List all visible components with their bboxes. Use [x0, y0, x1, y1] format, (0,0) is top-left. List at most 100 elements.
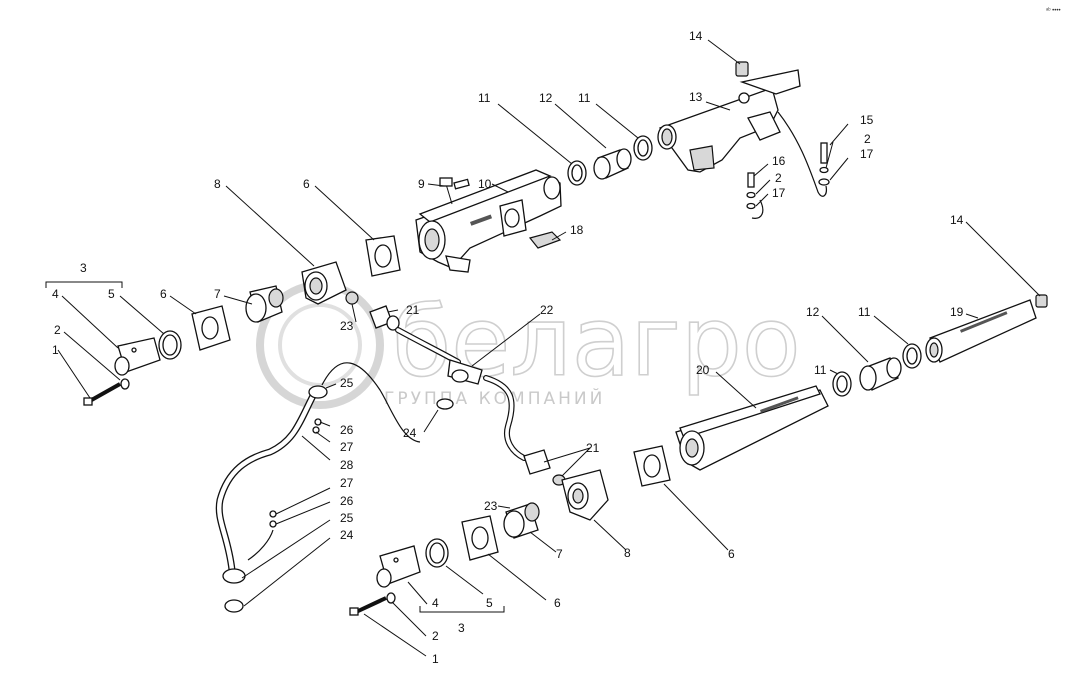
- callout-26-a: 26: [340, 423, 354, 437]
- flange-4-bot: [376, 545, 421, 588]
- watermark: белагро ГРУППА КОМПАНИЙ: [256, 281, 801, 409]
- callout-5-left: 5: [108, 287, 115, 301]
- ring-11-top-a: [567, 160, 587, 186]
- callout-4-left: 4: [52, 287, 59, 301]
- plug-18: [528, 231, 562, 249]
- nut-14-right: [1035, 294, 1048, 308]
- callout-2-left: 2: [54, 323, 61, 337]
- callout-17-right-a: 17: [860, 147, 874, 161]
- callout-7-bot: 7: [556, 547, 563, 561]
- callout-23-top: 23: [340, 319, 354, 333]
- ring-11-top-b: [633, 135, 653, 161]
- callout-24-bot: 24: [340, 528, 354, 542]
- sleeve-21-top: [369, 305, 400, 331]
- housing-8-top: [301, 261, 347, 305]
- callout-8-bot: 8: [624, 546, 631, 560]
- callout-25-b: 25: [340, 511, 354, 525]
- sleeve-12-right: [859, 357, 902, 391]
- callout-23-bot: 23: [484, 499, 498, 513]
- gasket-6-left: [191, 305, 231, 351]
- callout-3-bot: 3: [458, 621, 465, 635]
- washer-2-left: [120, 378, 130, 390]
- housing-20: [675, 385, 829, 471]
- callout-1-left: 1: [52, 343, 59, 357]
- callout-8-top: 8: [214, 177, 221, 191]
- ring-24-mid: [436, 398, 454, 410]
- housing-8-bot: [561, 469, 609, 521]
- ring-24-bot: [224, 599, 244, 613]
- callout-5-bot: 5: [486, 596, 493, 610]
- ring-11-right-b: [832, 371, 852, 397]
- callout-13: 13: [689, 90, 703, 104]
- callout-19: 19: [950, 305, 964, 319]
- callout-24-mid: 24: [403, 426, 417, 440]
- callout-6-bot: 6: [554, 596, 561, 610]
- bolt-1-bot: [349, 596, 387, 616]
- bracket-wire-right-b: [751, 199, 764, 219]
- sleeve-12-top: [593, 148, 632, 180]
- gasket-6-mid: [633, 445, 671, 487]
- callout-7-left: 7: [214, 287, 221, 301]
- callout-15: 15: [860, 113, 874, 127]
- gasket-6-bot: [461, 515, 499, 561]
- bolt-1-left: [83, 382, 121, 406]
- callout-16: 16: [772, 154, 786, 168]
- callout-11-top-a: 11: [478, 91, 491, 105]
- fittings-26-27-b: [269, 510, 277, 528]
- callout-10: 10: [478, 177, 492, 191]
- clamp-23-top: [345, 291, 359, 305]
- housing-10: [415, 169, 562, 273]
- callout-17-right-b: 17: [772, 186, 786, 200]
- gasket-5-bot: [425, 538, 449, 568]
- callout-12-right: 12: [806, 305, 820, 319]
- callout-14-right: 14: [950, 213, 964, 227]
- wire-26-27-b: [247, 529, 274, 561]
- callout-2-right-a: 2: [864, 132, 871, 146]
- callout-22: 22: [540, 303, 554, 317]
- callout-3-left: 3: [80, 261, 87, 275]
- callout-26-b: 26: [340, 494, 354, 508]
- callout-18: 18: [570, 223, 584, 237]
- sleeve-21-bot: [523, 449, 566, 486]
- washer-2-bot: [386, 592, 396, 604]
- corner-mark: ᵃᵇ ••••: [1046, 7, 1061, 14]
- callout-11-right-b: 11: [814, 363, 827, 377]
- leader-lines: [45, 39, 1041, 657]
- watermark-brand: белагро: [392, 286, 801, 398]
- callout-2-right-b: 2: [775, 171, 782, 185]
- bolt-9: [439, 177, 470, 205]
- callout-21-top: 21: [406, 303, 420, 317]
- gasket-5-left: [158, 330, 182, 360]
- ring-11-right-a: [902, 343, 922, 369]
- callout-11-right-a: 11: [858, 305, 871, 319]
- pipe-28: [215, 385, 328, 584]
- tube-13: [657, 69, 801, 173]
- callout-11-top-b: 11: [578, 91, 591, 105]
- callout-28: 28: [340, 458, 354, 472]
- callout-6-top: 6: [303, 177, 310, 191]
- elbow-7-left: [245, 285, 284, 323]
- tee-22: [447, 359, 483, 385]
- callout-21-bot: 21: [586, 441, 600, 455]
- watermark-subtitle: ГРУППА КОМПАНИЙ: [384, 387, 605, 409]
- callout-12-top: 12: [539, 91, 553, 105]
- callout-9: 9: [418, 177, 425, 191]
- flange-4-left: [114, 337, 161, 376]
- bracket-wire-right: [777, 111, 827, 197]
- nut-14-top: [735, 61, 749, 77]
- callout-14-top: 14: [689, 29, 703, 43]
- callout-27-b: 27: [340, 476, 354, 490]
- wire-24-mid: [321, 362, 421, 443]
- elbow-7-bot: [503, 502, 540, 539]
- callout-6-left: 6: [160, 287, 167, 301]
- callout-1-bot: 1: [432, 652, 439, 666]
- callout-2-bot: 2: [432, 629, 439, 643]
- callout-labels: 14 13 12 11 11 10 9 18 15 2 17 16 2 17 8…: [52, 29, 964, 666]
- callout-25-a: 25: [340, 376, 354, 390]
- tube-19: [925, 299, 1037, 363]
- watermark-logo-ring-inner: [278, 303, 362, 387]
- gasket-6-top: [365, 235, 401, 277]
- callout-27-a: 27: [340, 440, 354, 454]
- callout-6-mid: 6: [728, 547, 735, 561]
